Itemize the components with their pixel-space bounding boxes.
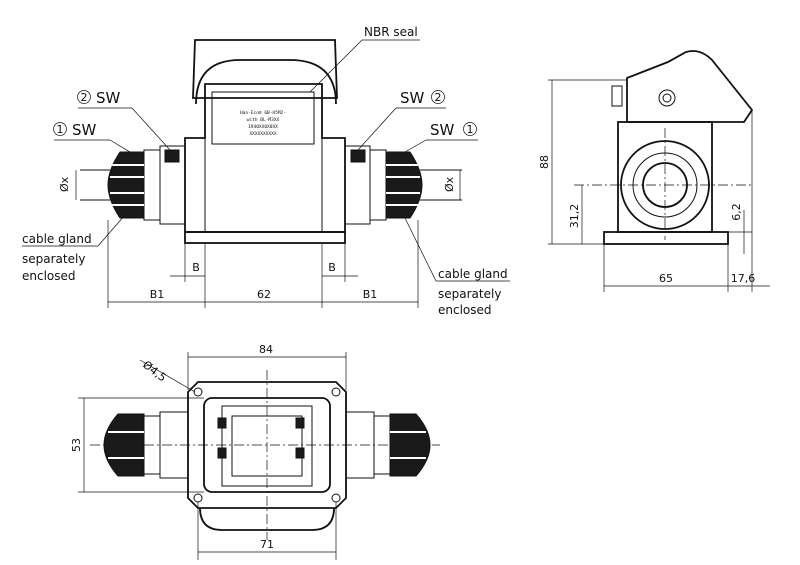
cable-gland-left-leader <box>97 214 126 247</box>
hood-lever <box>195 59 337 105</box>
dim-4-5-leader <box>139 359 196 393</box>
enclosed-left: enclosed <box>22 269 76 283</box>
housing-base <box>184 231 346 244</box>
side-pivot-inner <box>662 93 672 103</box>
top-contact-l2 <box>217 447 227 459</box>
label-text-4: XXXXXXXXXX <box>249 131 276 137</box>
right-gland-cap <box>385 151 423 219</box>
callout-1-left-num: 1 <box>57 123 64 136</box>
callout-1-left-circle <box>53 122 67 136</box>
dim-84: 84 <box>259 343 273 356</box>
right-gland-hex <box>350 149 366 163</box>
sw1-left-label: SW <box>72 121 97 139</box>
top-contact-r1 <box>295 417 305 429</box>
sw1-right-label: SW <box>430 121 455 139</box>
dim-31-2: 31,2 <box>568 204 581 229</box>
dim-4-5: Ø4,5 <box>140 358 169 384</box>
callout-2-right-num: 2 <box>435 91 442 104</box>
dim-88: 88 <box>538 155 551 169</box>
front-view: Han-Eco® 6B-H5M2- with BL-M3XX 1940XX0X0… <box>22 25 510 317</box>
sw1-left-leader <box>109 139 131 153</box>
label-text-2: with BL-M3XX <box>247 117 280 123</box>
sw2-right-leader <box>357 107 397 151</box>
side-hood <box>626 50 754 123</box>
dim-71: 71 <box>260 538 274 551</box>
callout-1-right-num: 1 <box>467 123 474 136</box>
dim-62: 62 <box>257 288 271 301</box>
side-view: 88 31,2 6,2 65 17,6 <box>538 50 770 292</box>
cable-gland-right: cable gland <box>438 267 508 281</box>
dim-b-right: B <box>328 261 336 274</box>
callout-2-left-num: 2 <box>81 91 88 104</box>
dim-65: 65 <box>659 272 673 285</box>
top-right-gland-cap <box>389 413 431 477</box>
label-text-3: 1940XX0X0XX <box>248 124 278 130</box>
housing-body <box>184 83 346 233</box>
top-contact-r2 <box>295 447 305 459</box>
callout-2-right-circle <box>431 90 445 104</box>
dim-b-left: B <box>192 261 200 274</box>
phi-x-left: Øx <box>58 176 71 192</box>
separately-right: separately <box>438 287 501 301</box>
callout-2-left-circle <box>77 90 91 104</box>
dim-17-6: 17,6 <box>731 272 756 285</box>
top-hole-tr <box>331 387 341 397</box>
left-gland-body <box>143 149 161 221</box>
top-hole-tl <box>193 387 203 397</box>
hood-top <box>192 39 338 99</box>
top-lever <box>199 507 335 531</box>
dim-6-2: 6,2 <box>730 203 743 221</box>
left-gland-hex <box>164 149 180 163</box>
sw2-right-label: SW <box>400 89 425 107</box>
label-plate <box>211 91 315 145</box>
top-left-gland-cap <box>103 413 145 477</box>
top-contact-l1 <box>217 417 227 429</box>
right-gland-body <box>369 149 387 221</box>
nbr-seal-label: NBR seal <box>364 25 418 39</box>
sw1-right-leader <box>404 139 427 153</box>
top-view: 84 Ø4,5 53 71 <box>70 343 440 560</box>
sw2-left-leader <box>131 107 171 151</box>
separately-left: separately <box>22 252 85 266</box>
side-pivot <box>658 89 676 107</box>
enclosed-right: enclosed <box>438 303 492 317</box>
right-cable-gland <box>344 145 462 225</box>
sw2-left-label: SW <box>96 89 121 107</box>
left-gland-cap <box>107 151 145 219</box>
dim-b1-right: B1 <box>363 288 378 301</box>
top-hole-bl <box>193 493 203 503</box>
top-hole-br <box>331 493 341 503</box>
dim-b1-left: B1 <box>150 288 165 301</box>
nbr-seal-leader <box>309 39 363 93</box>
phi-x-right: Øx <box>443 176 456 192</box>
dim-53: 53 <box>70 438 83 452</box>
left-cable-gland <box>80 145 186 225</box>
cable-gland-right-leader <box>403 215 437 282</box>
side-latch <box>611 85 623 107</box>
side-base <box>603 231 729 245</box>
label-text-1: Han-Eco® 6B-H5M2- <box>240 110 286 116</box>
callout-1-right-circle <box>463 122 477 136</box>
cable-gland-left: cable gland <box>22 232 92 246</box>
